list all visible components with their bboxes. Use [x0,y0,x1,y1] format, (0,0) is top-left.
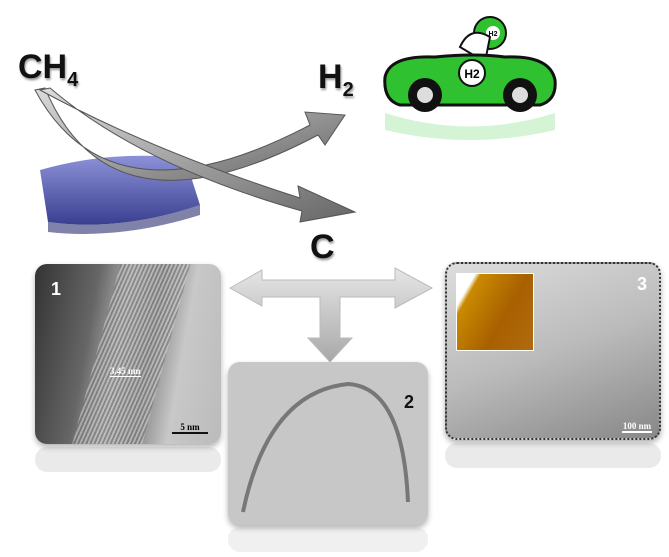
measurement-label: 3.45 nm [110,366,141,377]
car: H2 H2 [383,16,557,140]
panel-number: 3 [637,274,648,294]
afm-inset [456,273,534,351]
arrow-to-h2 [34,87,346,181]
panel-number: 2 [404,392,415,412]
nanotube [241,381,410,513]
carbon-label: C [310,228,335,266]
tem-panel-1: 1 3.45 nm 5 nm [35,264,221,444]
scale-bar: 5 nm [172,422,208,434]
panel-reflection [228,527,428,552]
panel-reflection [445,443,661,468]
branch-arrow [228,267,434,363]
arrow-to-c [38,87,357,223]
panel-number: 1 [51,279,62,299]
tem-panel-3: 3 100 nm [445,262,661,440]
reactant-label: CH4 [18,48,79,91]
scale-bar: 100 nm [622,421,652,433]
svg-text:H2: H2 [464,67,480,81]
tem-panel-2: 2 [228,362,428,525]
hydrogen-car-illustration: H2 H2 [383,16,557,140]
panel-reflection [35,447,221,472]
hydrogen-label: H2 [318,58,354,101]
svg-text:H2: H2 [489,31,498,38]
